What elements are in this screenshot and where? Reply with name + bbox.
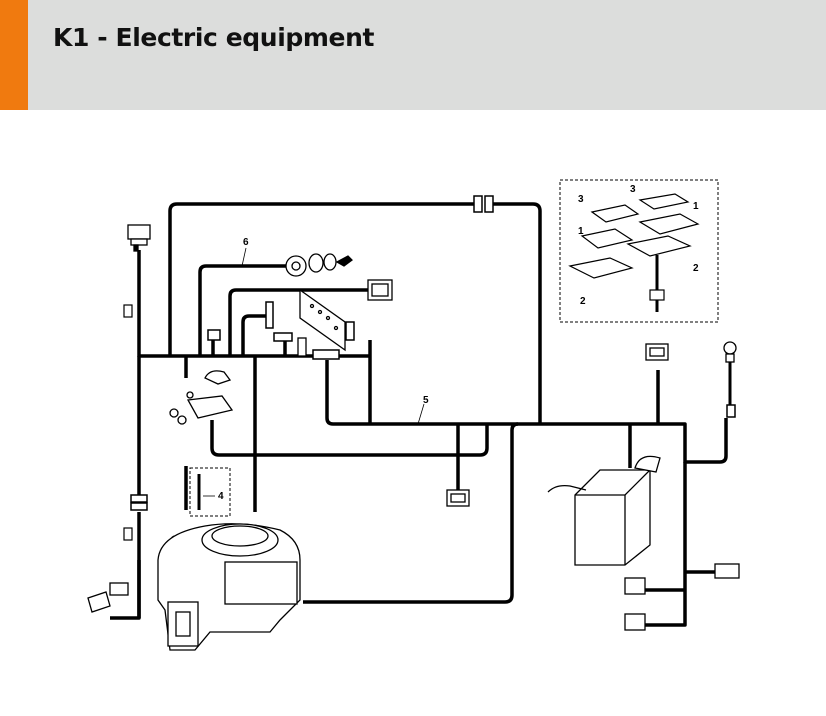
engine-icon — [157, 523, 301, 651]
page-title: K1 - Electric equipment — [53, 23, 375, 52]
safety-switch-icon — [446, 489, 470, 507]
callout-ignition-lead: 6 — [243, 237, 249, 248]
accent-stripe — [0, 0, 28, 110]
headlight-bulb-icon — [87, 582, 129, 613]
safety-switch-icon — [624, 577, 646, 631]
wiring-harness — [110, 202, 728, 627]
relay-icon — [367, 279, 393, 301]
inset-callout-board-2a: 2 — [693, 263, 699, 274]
plug-connector-icon — [130, 195, 736, 511]
inset-board-assembly — [568, 193, 700, 312]
ignition-switch-icon — [285, 253, 353, 277]
plug-connector-icon — [123, 304, 133, 541]
battery-icon — [547, 455, 661, 566]
pressure-switch-icon — [723, 341, 737, 405]
callout-leaders — [241, 247, 425, 425]
safety-switch-icon — [645, 343, 669, 361]
inset-callout-board-1a: 1 — [693, 201, 699, 212]
safety-switch-icon — [127, 224, 151, 252]
inset-callout-cover-1: 3 — [630, 184, 636, 195]
solenoid-icon — [169, 370, 234, 545]
header-bar: K1 - Electric equipment — [0, 0, 826, 110]
callout-ground-cable: 4 — [218, 491, 224, 502]
relay-icon — [714, 563, 740, 579]
callout-wiring-harness: 5 — [423, 395, 429, 406]
inset-callout-board-1b: 1 — [578, 226, 584, 237]
inset-callout-board-2b: 2 — [580, 296, 586, 307]
ground-cable-detail-box — [189, 467, 231, 517]
inset-callout-cover-2: 3 — [578, 194, 584, 205]
circuit-board-icon — [297, 288, 346, 357]
